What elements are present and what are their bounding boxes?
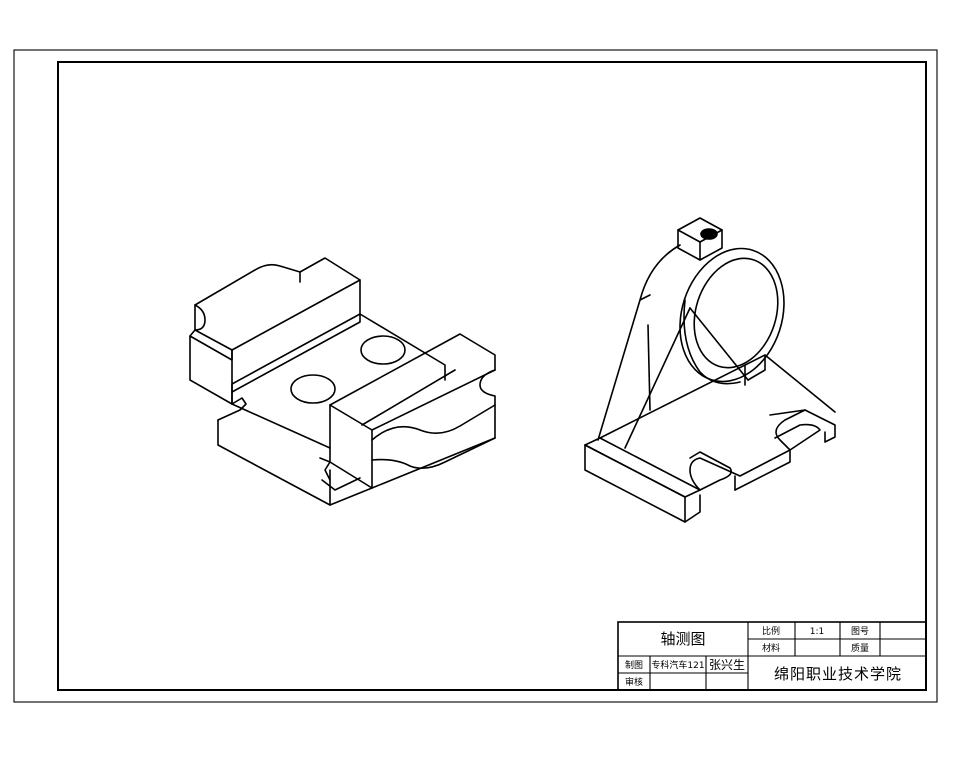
material-label: 材料 xyxy=(762,642,780,654)
school-name: 绵阳职业技术学院 xyxy=(774,665,902,683)
drawn-by-class: 专科汽车121 xyxy=(651,659,704,671)
mass-label: 质量 xyxy=(851,642,869,654)
drawn-by-name: 张兴生 xyxy=(709,658,745,672)
bearing-support-isometric xyxy=(584,217,836,523)
drawing-no-label: 图号 xyxy=(851,626,869,637)
drawing-title: 轴测图 xyxy=(660,630,705,648)
scale-label: 比例 xyxy=(762,625,780,637)
title-block: 轴测图 比例 1:1 图号 材料 质量 制图 专科汽车121 张兴生 审核 绵阳… xyxy=(617,621,927,691)
drawn-by-label: 制图 xyxy=(625,659,643,671)
slide-block-isometric xyxy=(189,257,496,506)
sheet-outer-border xyxy=(13,49,938,703)
checked-by-label: 审核 xyxy=(625,676,643,688)
drawing-frame xyxy=(57,61,927,691)
scale-value: 1:1 xyxy=(810,627,824,637)
